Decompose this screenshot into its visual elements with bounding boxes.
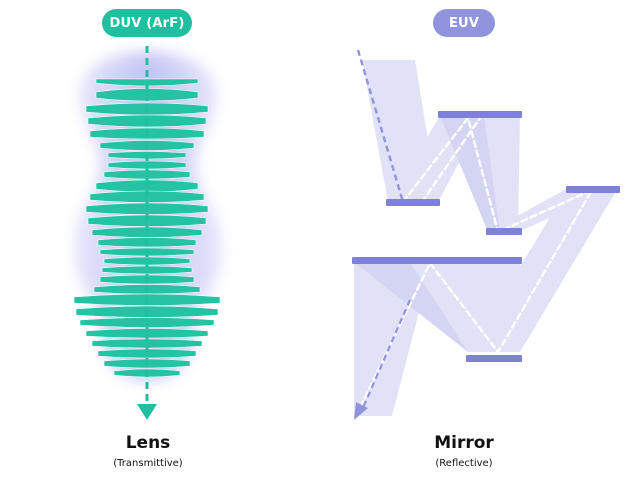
duv-arrow-head-icon <box>137 404 157 420</box>
euv-outgoing-ray <box>360 299 412 411</box>
duv-arf-label: DUV (ArF) <box>102 9 192 37</box>
mirror-3 <box>486 228 522 235</box>
mirror-4 <box>566 186 620 193</box>
lens-subtitle: (Transmittive) <box>113 458 183 469</box>
euv-mirrors <box>352 111 620 362</box>
mirror-subtitle: (Reflective) <box>435 458 493 469</box>
mirror-1 <box>386 199 440 206</box>
euv-arrow-head-icon <box>354 402 368 420</box>
euv-incoming-ray <box>356 49 405 203</box>
mirror-6 <box>466 355 522 362</box>
euv-beams-overlay <box>354 116 500 352</box>
mirror-2 <box>438 111 522 118</box>
euv-label: EUV <box>433 9 495 37</box>
duv-lens-system <box>73 46 222 420</box>
lens-title: Lens <box>125 433 171 453</box>
mirror-5 <box>352 257 522 264</box>
euv-mirror-system <box>352 49 620 420</box>
mirror-title: Mirror <box>434 433 494 453</box>
